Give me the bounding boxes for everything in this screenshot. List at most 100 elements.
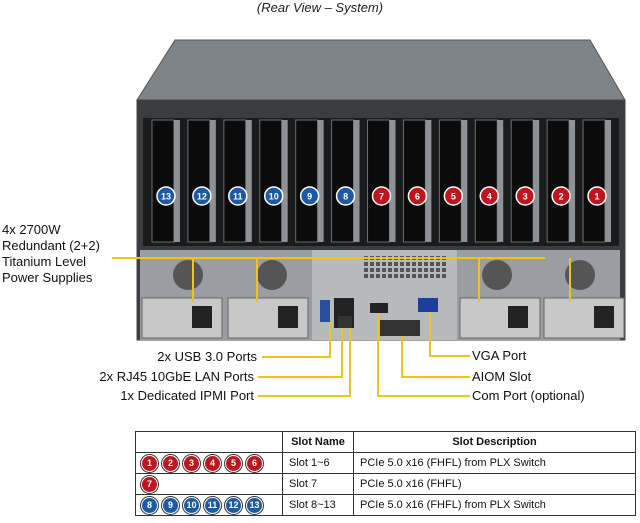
vent-hole [382, 262, 386, 266]
vent-hole [364, 274, 368, 278]
slot-badge: 12 [225, 496, 242, 514]
vent-hole [370, 262, 374, 266]
fan [565, 260, 595, 290]
slot-divider [353, 120, 360, 242]
vent-hole [394, 262, 398, 266]
psu-label: 4x 2700W Redundant (2+2) Titanium Level … [2, 222, 100, 285]
slot-badge: 6 [246, 454, 263, 472]
vent-hole [424, 268, 428, 272]
vga-label: VGA Port [472, 348, 527, 363]
slot-divider [209, 120, 216, 242]
com-label: Com Port (optional) [472, 388, 585, 403]
psu-power-socket [192, 306, 212, 328]
slot-name: Slot 7 [282, 473, 354, 495]
chassis-top [136, 39, 626, 101]
usb-ports [320, 300, 330, 322]
slot-badge-circle [156, 186, 176, 206]
pcie-slot-bracket [223, 119, 247, 243]
fan [482, 260, 512, 290]
usb-callout-line [262, 322, 331, 358]
slot-badge-number: 1 [595, 192, 600, 202]
pcie-slot-bracket [474, 119, 498, 243]
slot-divider [533, 120, 540, 242]
slot-badge-number: 12 [197, 192, 207, 202]
vga-callout-line [429, 312, 470, 357]
vent-hole [442, 262, 446, 266]
vent-hole [382, 274, 386, 278]
vent-hole [424, 262, 428, 266]
vent-hole [406, 274, 410, 278]
vent-hole [364, 268, 368, 272]
psu-power-socket [278, 306, 298, 328]
slot-badge-circle [263, 186, 284, 206]
callout-lines [112, 257, 571, 397]
pcie-slot-brackets [151, 119, 611, 243]
header-badges [135, 431, 283, 453]
slot-badge: 10 [183, 496, 200, 514]
slot-badge: 11 [204, 496, 221, 514]
ipmi-label: 1x Dedicated IPMI Port [120, 388, 254, 403]
slot-divider [317, 120, 324, 242]
vga-port [418, 298, 438, 312]
vent-hole [370, 268, 374, 272]
vent-hole [418, 274, 422, 278]
pcie-slot-bracket [331, 119, 355, 243]
vent-hole [400, 274, 404, 278]
slot-badge-number: 2 [559, 192, 564, 202]
vent-hole [436, 274, 440, 278]
slot-badge: 5 [225, 454, 242, 472]
vent-hole [442, 268, 446, 272]
slot-divider [245, 120, 252, 242]
slot-badge-circle [299, 186, 320, 206]
slot-divider [425, 120, 432, 242]
pcie-slot-bracket [510, 119, 534, 243]
vent-hole [388, 268, 392, 272]
vent-hole [388, 262, 392, 266]
vent-hole [394, 274, 398, 278]
pcie-slot-bracket [367, 119, 390, 243]
pcie-slot-bracket [546, 119, 570, 243]
vent-hole [406, 268, 410, 272]
ipmi-port [338, 316, 352, 328]
slot-badge: 3 [183, 454, 200, 472]
slot-badge-number: 7 [379, 192, 384, 202]
vent-hole [412, 274, 416, 278]
slot-badge-circle [479, 186, 500, 206]
vent-hole [400, 268, 404, 272]
header-slot-description: Slot Description [353, 431, 636, 453]
vent-hole [412, 268, 416, 272]
slot-badge-circle [228, 186, 248, 206]
vent-hole [388, 274, 392, 278]
slot-divider [461, 120, 468, 242]
slot-badge: 9 [162, 496, 179, 514]
pcie-slot-bracket [187, 119, 211, 243]
slot-description: PCIe 5.0 x16 (FHFL) from PLX Switch [353, 494, 636, 516]
vent-hole [418, 262, 422, 266]
pcie-slot-bracket [295, 119, 319, 243]
pcie-slot-bracket [259, 119, 283, 243]
header-slot-name: Slot Name [282, 431, 354, 453]
slot-badge-number: 8 [343, 192, 348, 202]
lan-callout-line [258, 328, 343, 378]
slot-badge-circle [192, 186, 212, 206]
slot-description: PCIe 5.0 x16 (FHFL) from PLX Switch [353, 452, 636, 474]
slot-badge: 1 [141, 454, 158, 472]
slot-badge-number: 4 [487, 192, 492, 202]
slot-badge-number: 11 [233, 192, 243, 202]
slot-badge-circle [371, 186, 392, 206]
slot-badge-circle [443, 186, 464, 206]
vent-hole [430, 274, 434, 278]
pcie-slot-bracket [582, 119, 606, 243]
slot-badge: 2 [162, 454, 179, 472]
slot-badge-number: 9 [307, 192, 312, 202]
slot-badge-circle [335, 186, 356, 206]
com-port [370, 303, 388, 313]
vent-hole [394, 268, 398, 272]
slot-divider [173, 120, 180, 242]
